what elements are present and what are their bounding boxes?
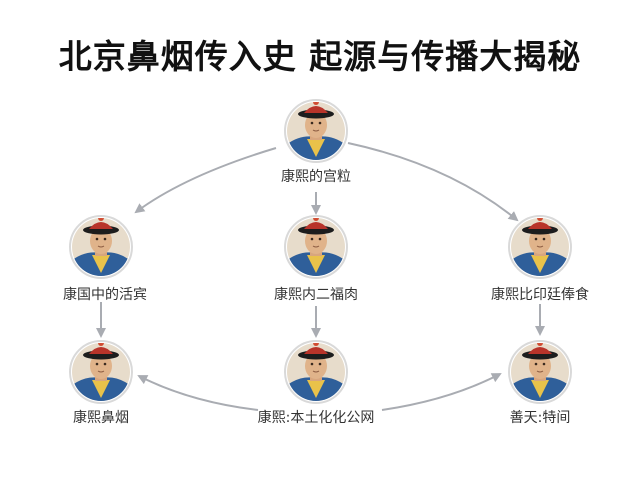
- arrow-bottom-center-to-right: [381, 373, 502, 411]
- node-label-left-bottom: 康熙鼻烟: [73, 410, 129, 426]
- arrow-top-to-left: [134, 147, 277, 214]
- node-label-center-bottom: 康熙:本土化化公网: [257, 410, 375, 426]
- node-label-right-mid: 康熙比印廷俸食: [491, 287, 589, 303]
- portrait-center-bottom-icon: [285, 340, 347, 403]
- page-title: 北京鼻烟传入史 起源与传播大揭秘: [58, 37, 582, 76]
- portrait-right-mid-icon: [509, 215, 571, 278]
- node-label-top: 康熙的宫粒: [281, 169, 351, 185]
- node-label-center-mid: 康熙内二福肉: [274, 287, 358, 303]
- portrait-center-mid-icon: [285, 215, 347, 278]
- portrait-right-bottom-icon: [509, 340, 571, 403]
- portrait-left-bottom-icon: [70, 340, 132, 403]
- node-label-left-mid: 康国中的活宾: [63, 287, 147, 303]
- portrait-top-icon: [285, 99, 347, 162]
- arrow-top-to-right: [347, 142, 519, 222]
- portrait-left-mid-icon: [70, 215, 132, 278]
- node-label-right-bottom: 善天:特间: [509, 410, 571, 426]
- arrow-bottom-center-to-left: [137, 375, 259, 411]
